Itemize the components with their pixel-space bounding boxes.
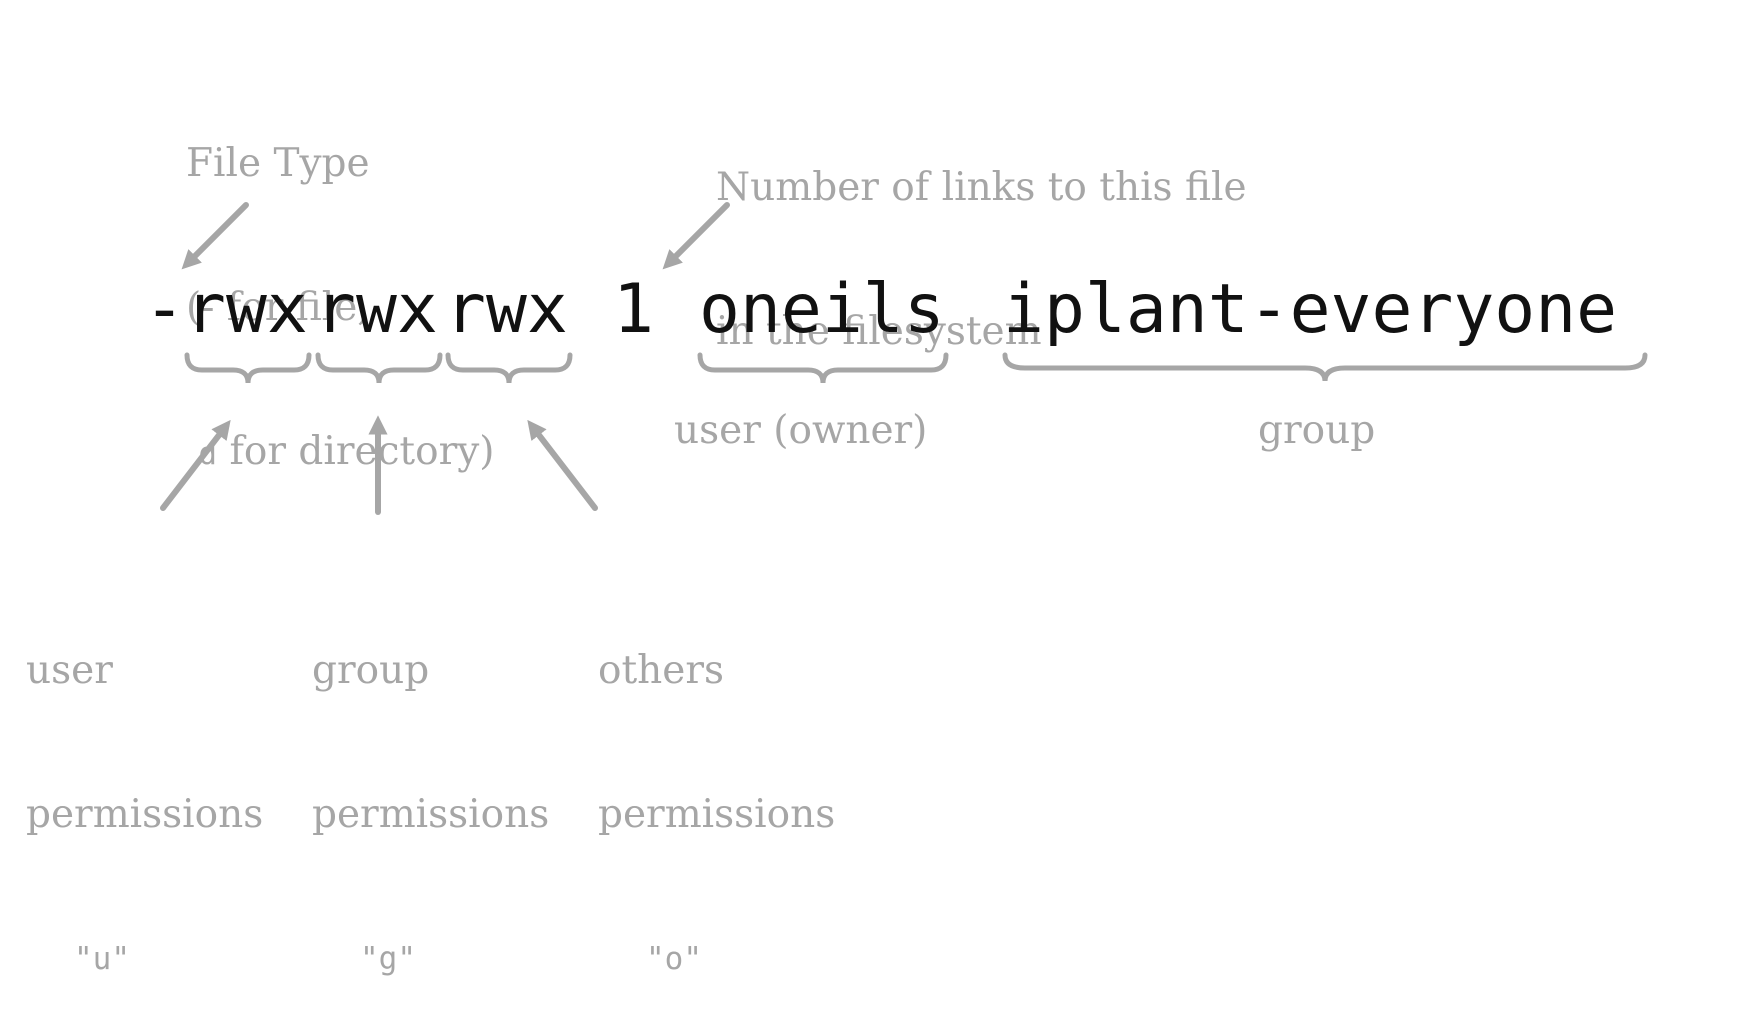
file-type-label-line3: d for directory) [186, 428, 494, 478]
file-type-label-line2: (- for file, [186, 285, 370, 330]
owner-label: user (owner) [674, 408, 928, 453]
group-permissions-label-line1: group [312, 648, 430, 693]
group-permissions-code: "g" [360, 941, 416, 977]
group-brace [1002, 352, 1648, 382]
owner-text: oneils [699, 270, 945, 349]
group-permissions-brace [315, 352, 443, 384]
group-label: group [1258, 408, 1376, 453]
links-label-line1: Number of links to this file [716, 165, 1247, 210]
user-permissions-code: "u" [74, 941, 130, 977]
user-permissions-label-line1: user [26, 648, 113, 693]
others-permissions-code: "o" [646, 941, 702, 977]
file-type-char: - [144, 270, 185, 349]
links-label: Number of links to this file in the file… [716, 68, 1247, 404]
links-label-line2: in the filesystem [716, 309, 1042, 354]
file-type-label: File Type (- for file, d for directory) [186, 44, 494, 526]
others-permissions-text: rwx [445, 270, 568, 349]
group-permissions-text: rwx [315, 270, 438, 349]
user-permissions-brace [184, 352, 312, 384]
others-permissions-brace [445, 352, 573, 384]
link-count-text: 1 [613, 270, 654, 349]
group-permissions-label-line2: permissions [312, 792, 550, 837]
group-text: iplant-everyone [1003, 270, 1618, 349]
file-type-arrow [181, 202, 249, 270]
file-type-label-line1: File Type [186, 141, 370, 186]
others-permissions-label-line1: others [598, 648, 725, 693]
user-permissions-label-line2: permissions [26, 792, 264, 837]
file-type-label-line3-rest: for directory) [217, 429, 495, 474]
user-permissions-text: rwx [185, 270, 308, 349]
others-permissions-label-line2: permissions [598, 792, 836, 837]
annotation-overlay [160, 202, 1648, 515]
user-permissions-arrow [160, 419, 231, 511]
owner-brace [697, 352, 949, 384]
links-arrow [662, 202, 730, 270]
others-permissions-arrow [527, 419, 598, 511]
